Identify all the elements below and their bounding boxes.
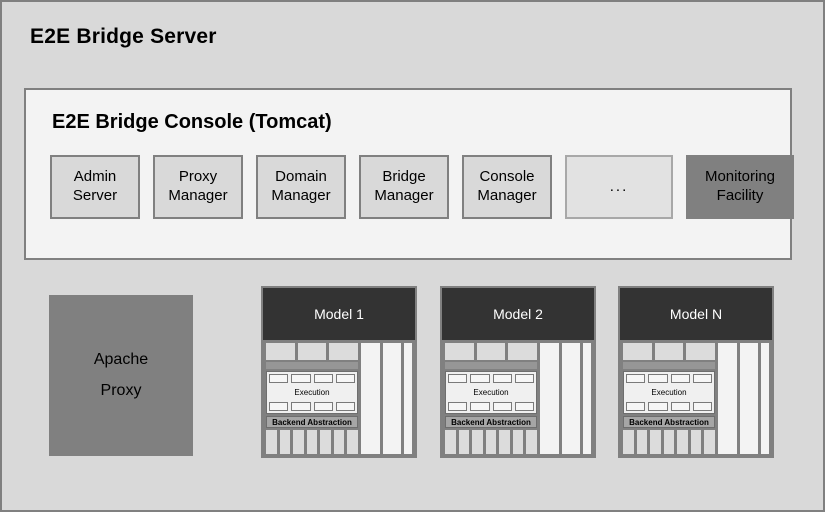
model-bottom-columns [445,430,538,454]
execution-label: Execution [294,388,330,397]
console-title: E2E Bridge Console (Tomcat) [52,111,332,133]
execution-block: Execution [266,371,358,414]
module-label-line2: Server [72,187,118,204]
model-title: Model 1 [263,288,415,340]
module-more-modules[interactable]: ... [565,155,673,219]
page-title: E2E Bridge Server [30,25,217,48]
model-body: Execution Backend Abstraction [263,340,415,456]
apache-proxy-label-line2: Proxy [100,381,142,399]
module-monitoring-facility[interactable]: Monitoring Facility [686,155,794,219]
module-label-line2: Manager [477,187,537,204]
backend-abstraction-label: Backend Abstraction [623,416,715,428]
model-block-1: Model 1 Execution Backend Abstraction [261,286,417,458]
model-top-cells [445,343,538,360]
execution-label: Execution [651,388,687,397]
model-block-n: Model N Execution Backend Abstraction [618,286,774,458]
execution-cells-top [626,374,712,383]
apache-proxy-label-line1: Apache [93,351,149,369]
module-label-line1: Bridge [382,168,426,186]
module-label-line1: Monitoring [704,168,776,186]
model-body: Execution Backend Abstraction [442,340,594,456]
model-bottom-columns [266,430,359,454]
model-side-bars [361,343,412,454]
module-label-line2: Manager [168,187,228,204]
model-divider-bar [623,362,715,369]
module-label-line1: Proxy [178,168,218,186]
module-label-line2: Manager [271,187,331,204]
module-label-line1: ... [609,177,629,195]
model-side-bars [718,343,769,454]
execution-cells-top [269,374,355,383]
module-console-manager[interactable]: Console Manager [462,155,552,219]
model-stack: Execution Backend Abstraction [445,343,538,454]
console-module-row: Admin Server Proxy Manager Domain Manage… [50,155,794,219]
module-admin-server[interactable]: Admin Server [50,155,140,219]
model-side-bars [540,343,591,454]
model-title: Model N [620,288,772,340]
model-bottom-columns [623,430,716,454]
execution-cells-bottom [626,402,712,411]
module-domain-manager[interactable]: Domain Manager [256,155,346,219]
model-title: Model 2 [442,288,594,340]
execution-cells-bottom [448,402,534,411]
e2e-bridge-console-panel: E2E Bridge Console (Tomcat) Admin Server… [24,88,794,260]
module-bridge-manager[interactable]: Bridge Manager [359,155,449,219]
module-label-line1: Console [479,168,535,186]
backend-abstraction-label: Backend Abstraction [266,416,358,428]
model-stack: Execution Backend Abstraction [623,343,716,454]
execution-block: Execution [445,371,537,414]
model-stack: Execution Backend Abstraction [266,343,359,454]
model-divider-bar [445,362,537,369]
module-label-line1: Domain [275,168,327,186]
model-top-cells [623,343,716,360]
apache-proxy-block: Apache Proxy [49,295,193,456]
module-label-line2: Manager [374,187,434,204]
execution-cells-bottom [269,402,355,411]
module-label-line2: Facility [716,187,764,204]
execution-cells-top [448,374,534,383]
execution-label: Execution [473,388,509,397]
module-label-line1: Admin [73,168,117,186]
module-proxy-manager[interactable]: Proxy Manager [153,155,243,219]
execution-block: Execution [623,371,715,414]
backend-abstraction-label: Backend Abstraction [445,416,537,428]
model-body: Execution Backend Abstraction [620,340,772,456]
model-block-2: Model 2 Execution Backend Abstraction [440,286,596,458]
model-divider-bar [266,362,358,369]
model-top-cells [266,343,359,360]
